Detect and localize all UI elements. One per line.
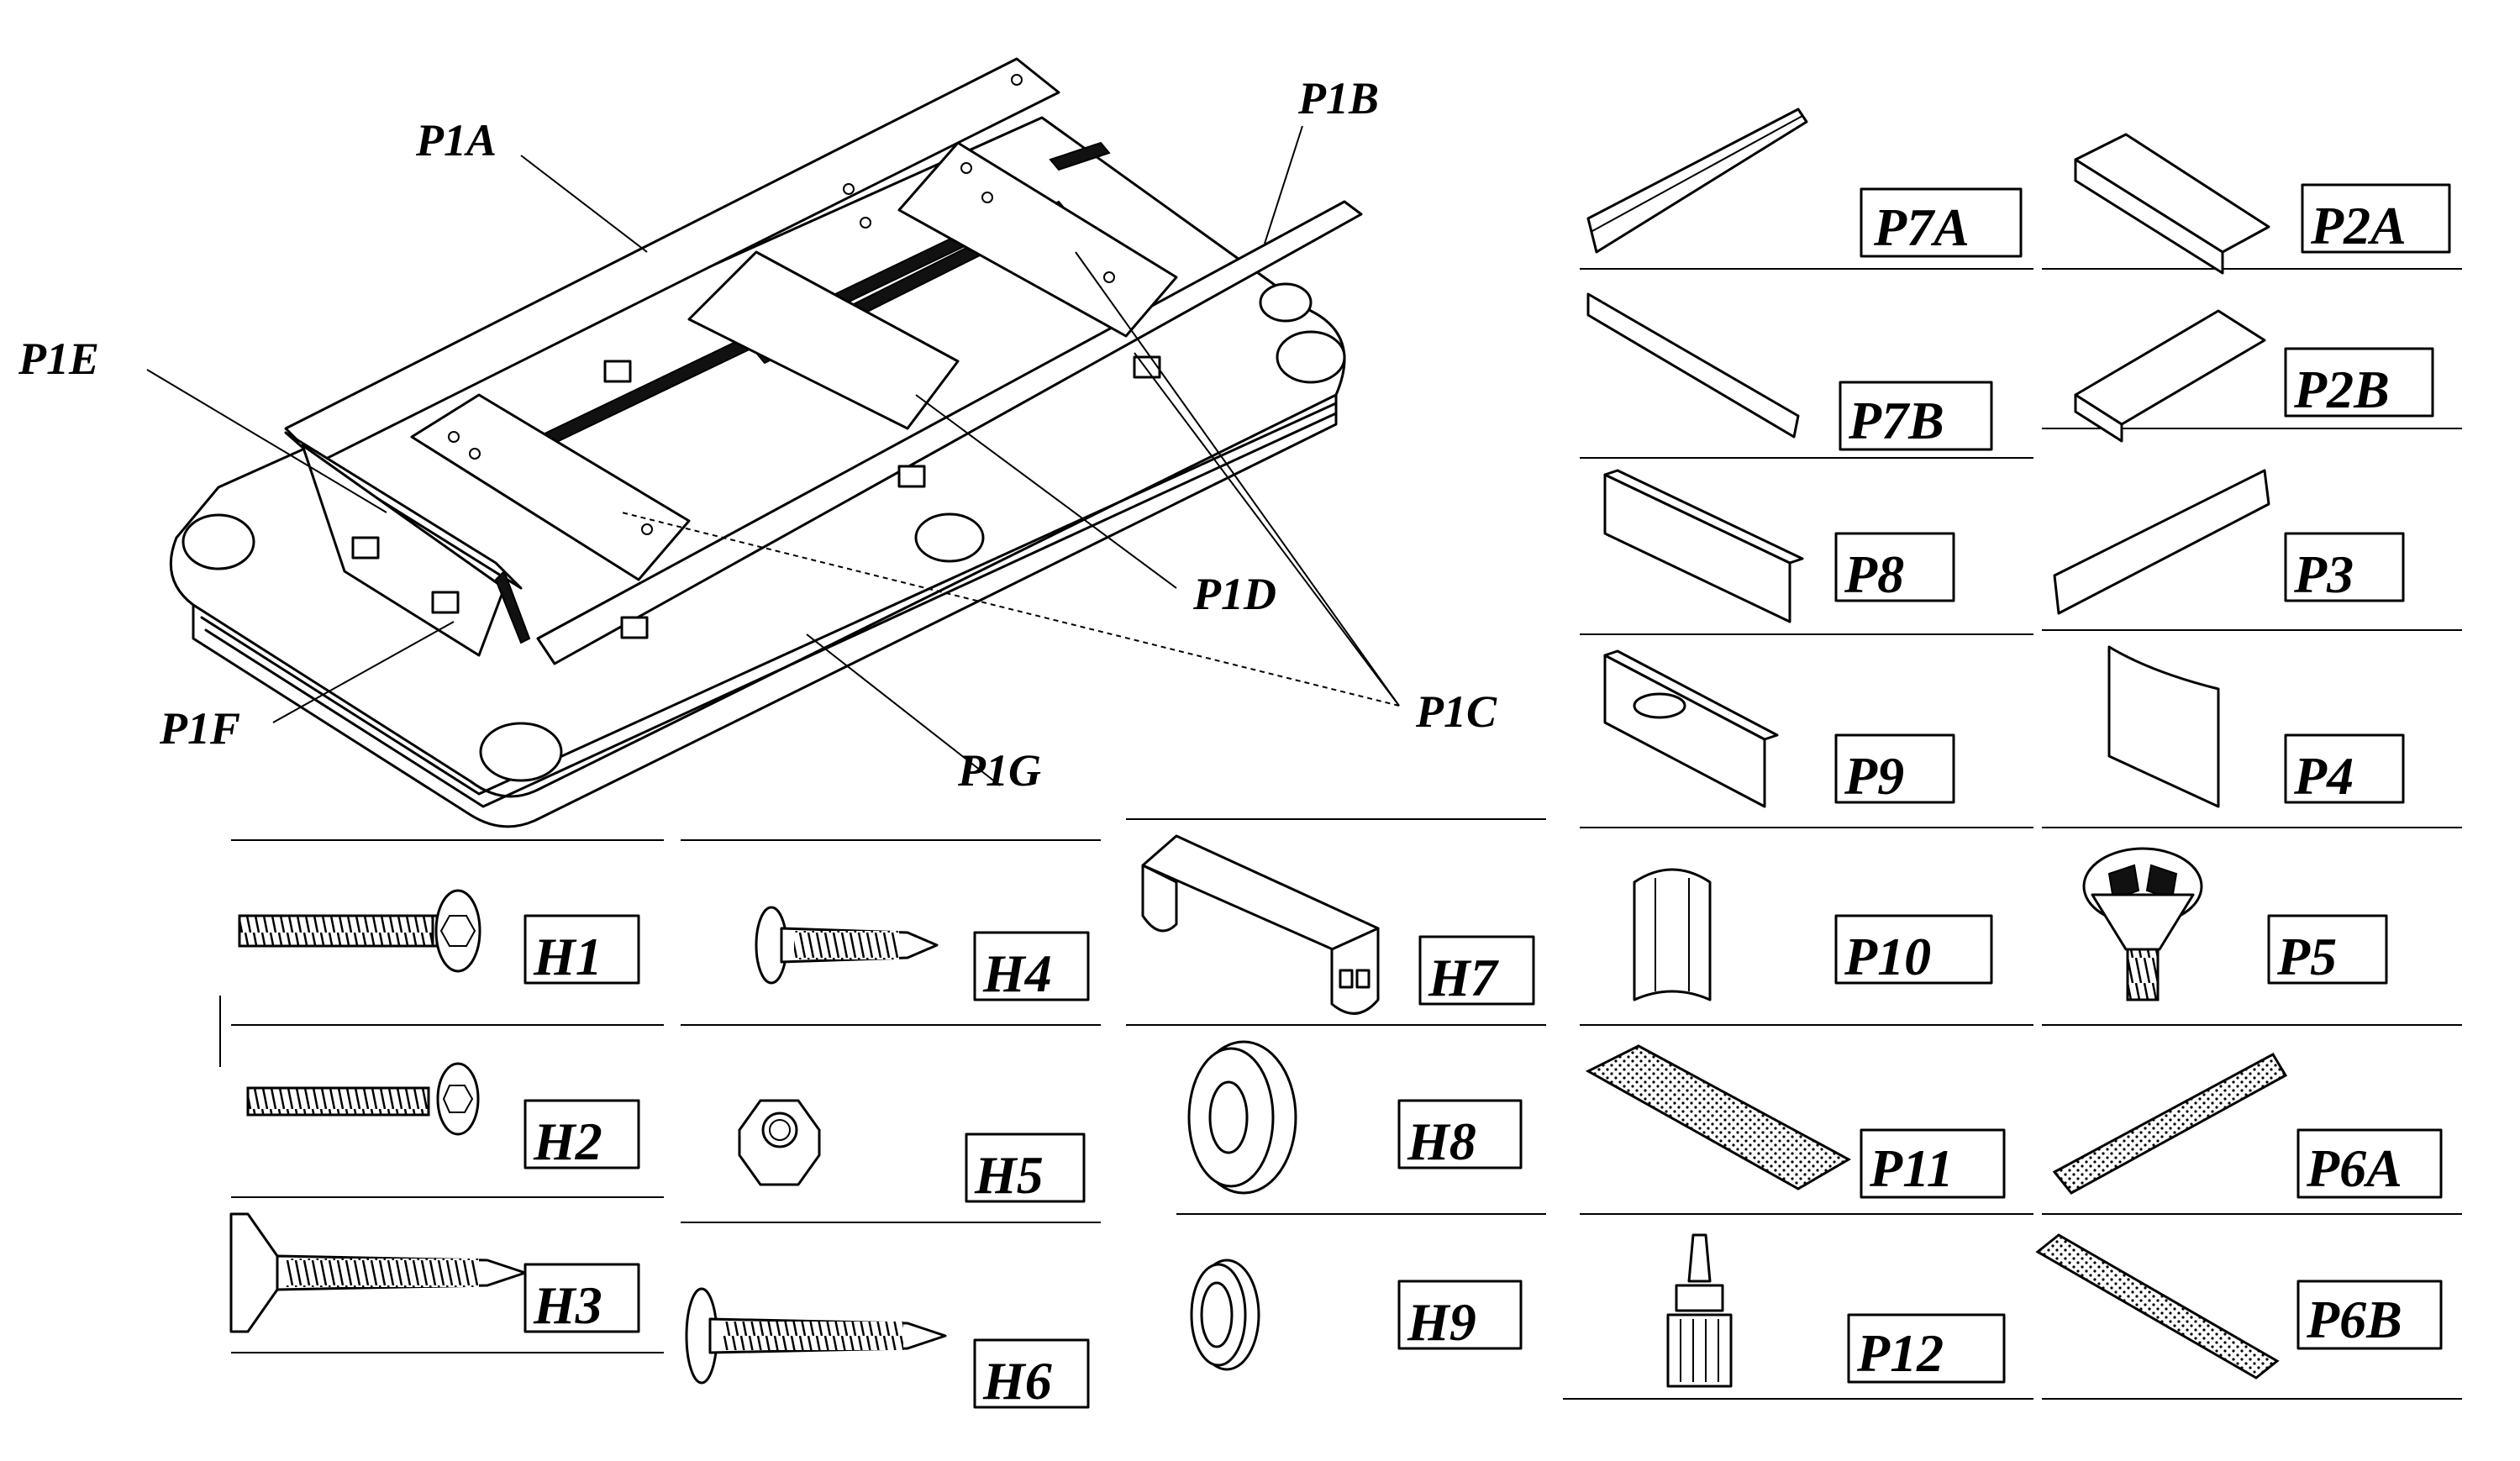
panel-holes (448, 74, 1115, 535)
leader-lines (146, 125, 1400, 786)
hardware-h7: H7 (1141, 834, 1535, 1015)
label-h9: H9 (1407, 1292, 1476, 1352)
label-p6a: P6A (2306, 1138, 2402, 1198)
hardware-grid: H1 H4 H7 H2 (219, 818, 1546, 1411)
label-p2b: P2B (2293, 360, 2390, 419)
hardware-h1: H1 (238, 889, 640, 986)
label-h1: H1 (533, 927, 602, 986)
label-p4: P4 (2293, 746, 2354, 806)
label-p7b: P7B (1848, 391, 1944, 450)
label-p1c: P1C (1415, 686, 1497, 737)
label-h7: H7 (1428, 948, 1500, 1007)
label-p6b: P6B (2306, 1290, 2402, 1349)
part-p11: P11 (1585, 1044, 2006, 1199)
part-p6a: P6A (2052, 1053, 2443, 1199)
label-h4: H4 (982, 943, 1052, 1003)
label-p1b: P1B (1297, 73, 1379, 124)
label-h3: H3 (533, 1275, 602, 1335)
label-p10: P10 (1844, 927, 1931, 986)
part-p8: P8 (1603, 469, 1955, 623)
label-p1d: P1D (1192, 569, 1276, 619)
label-h6: H6 (982, 1351, 1052, 1411)
label-p3: P3 (2293, 544, 2354, 604)
part-p9: P9 (1603, 649, 1955, 808)
label-p1e: P1E (18, 334, 99, 384)
part-p2b: P2B (2074, 309, 2434, 443)
hardware-h8: H8 (1187, 1040, 1523, 1195)
label-p1g: P1G (957, 745, 1041, 796)
label-p9: P9 (1844, 746, 1904, 806)
part-p7a: P7A (1586, 108, 2023, 258)
label-p5: P5 (2276, 927, 2337, 986)
hardware-h5: H5 (738, 1099, 1086, 1205)
label-p12: P12 (1856, 1323, 1944, 1383)
parts-grid: P7A P2A P7B P2B P8 (1563, 108, 2462, 1400)
hardware-h2: H2 (246, 1062, 640, 1171)
part-p4: P4 (2107, 645, 2405, 808)
label-h2: H2 (533, 1112, 602, 1171)
corner-brackets (351, 355, 1161, 639)
hardware-h3: H3 (229, 1212, 640, 1335)
label-p2a: P2A (2310, 196, 2407, 255)
hardware-h6: H6 (685, 1287, 1090, 1411)
assembly-illustration (169, 57, 1363, 828)
part-p12: P12 (1666, 1233, 2006, 1388)
label-p1f: P1F (159, 703, 240, 754)
part-p10: P10 (1633, 868, 1993, 1001)
part-p6b: P6B (2035, 1233, 2443, 1380)
part-p2a: P2A (2074, 133, 2451, 275)
label-p11: P11 (1869, 1138, 1954, 1198)
label-p7a: P7A (1873, 197, 1970, 257)
label-h5: H5 (974, 1145, 1044, 1205)
hardware-h4: H4 (755, 906, 1090, 1003)
part-p3: P3 (2053, 469, 2405, 615)
label-h8: H8 (1407, 1112, 1476, 1171)
part-p5: P5 (2082, 847, 2388, 1001)
part-p7b: P7B (1586, 292, 1993, 451)
hardware-h9: H9 (1190, 1259, 1523, 1371)
label-p8: P8 (1844, 544, 1904, 604)
label-p1a: P1A (415, 115, 497, 166)
